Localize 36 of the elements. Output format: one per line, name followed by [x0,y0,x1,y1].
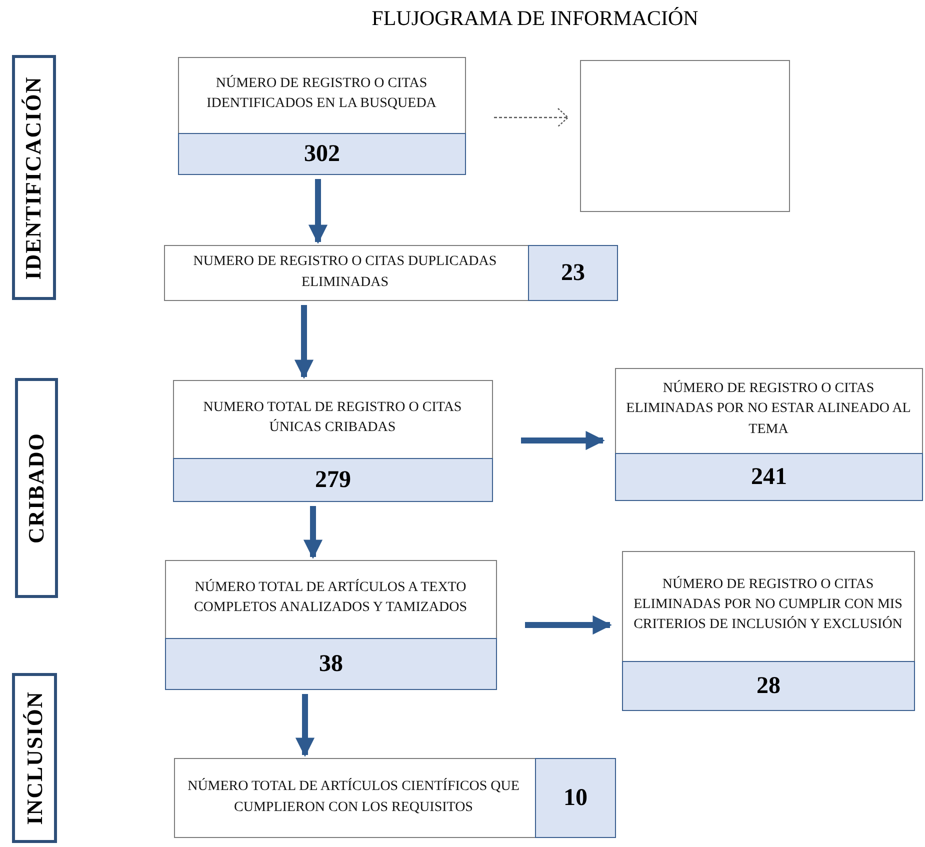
count-value: 23 [528,245,618,301]
arrow [521,430,605,450]
stage-band [12,55,56,300]
box-text: NÚMERO TOTAL DE ARTÍCULOS CIENTÍFICOS QUE CUMPLIERON CON LOS REQUISITOS [186,777,520,816]
diagram-title: FLUJOGRAMA DE INFORMACIÓN [370,6,700,31]
arrow [303,506,323,559]
box-text: NUMERO DE REGISTRO O CITAS DUPLICADAS ELIMINADAS [192,253,498,292]
process-box [580,60,790,212]
arrow [494,108,569,128]
process-box [165,560,497,690]
stage-band [15,378,58,598]
count-value: 279 [173,458,493,502]
process-box [178,57,466,175]
stage-label: INCLUSIÓN [22,691,48,825]
arrow [295,694,315,757]
count-value: 38 [165,638,497,690]
box-text: NÚMERO TOTAL DE ARTÍCULOS A TEXTO COMPLETOS ANALIZADOS Y TAMIZADOS [192,578,468,617]
stage-label: CRIBADO [24,432,50,544]
box-text: NÚMERO DE REGISTRO O CITAS IDENTIFICADOS EN LA BUSQUEDA [206,74,438,113]
count-value: 241 [615,453,923,501]
stage-label: IDENTIFICACIÓN [21,76,47,280]
box-text: NÚMERO DE REGISTRO O CITAS ELIMINADAS POR NO CUMPLIR CON MIS CRITERIOS DE INCLUSIÓN Y EXCLUSIÓN [632,575,904,634]
count-value: 10 [535,758,616,838]
process-box [174,758,616,838]
box-text: NÚMERO DE REGISTRO O CITAS ELIMINADAS POR NO ESTAR ALINEADO AL TEMA [625,379,912,439]
stage-band [12,673,57,843]
arrow [308,179,328,244]
process-box [622,551,915,711]
count-value: 302 [178,133,466,175]
arrow [525,615,612,635]
count-value: 28 [622,661,915,711]
box-text: NUMERO TOTAL DE REGISTRO O CITAS ÚNICAS CRIBADAS [202,398,463,437]
arrow [294,305,314,379]
process-box [615,368,923,501]
process-box [173,380,493,502]
process-box [164,245,618,301]
